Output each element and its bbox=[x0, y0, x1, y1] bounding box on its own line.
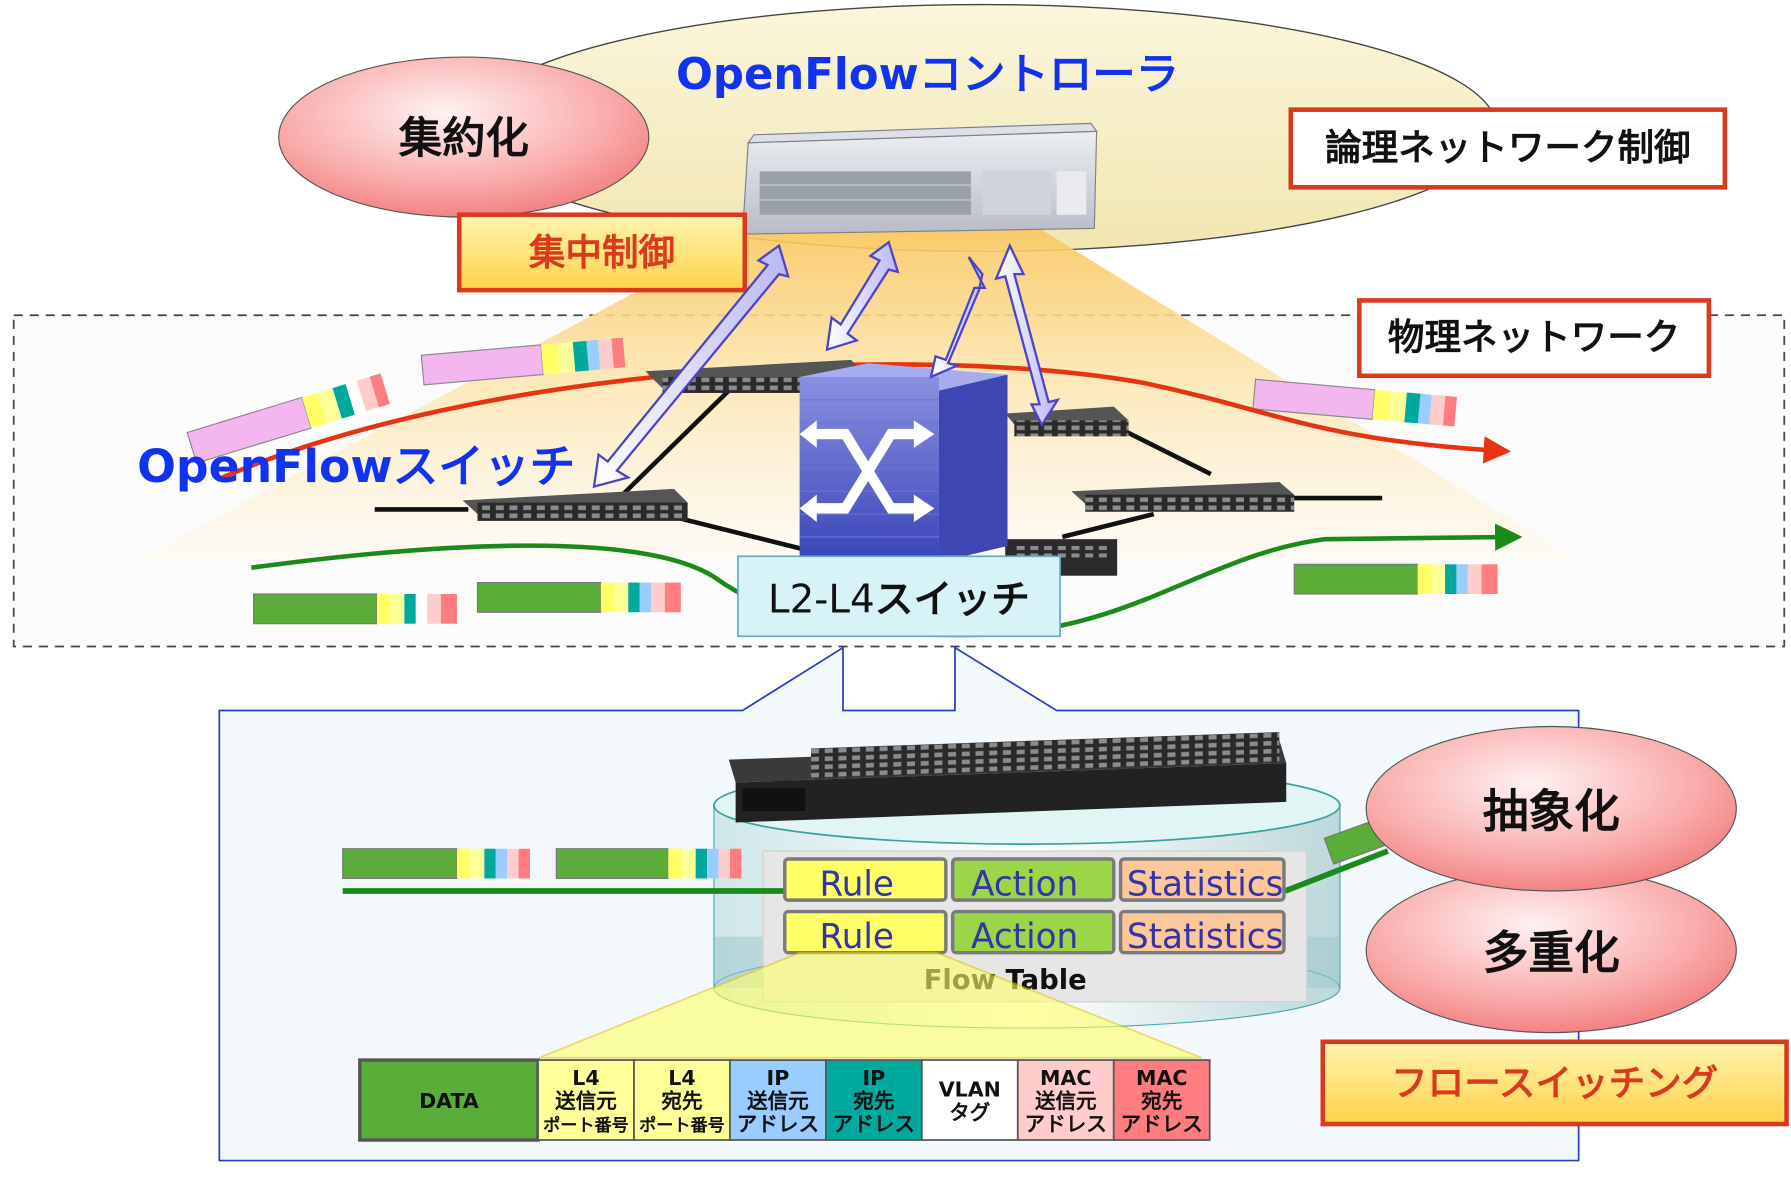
physical-network-box bbox=[1357, 298, 1712, 379]
l2-l4-suffix: スイッチ bbox=[875, 577, 1030, 622]
packet-pink-2 bbox=[420, 337, 626, 386]
control-arrow-3 bbox=[929, 256, 987, 379]
openflow-switch-label: OpenFlowスイッチ bbox=[137, 440, 575, 493]
header-field-text: L4 bbox=[572, 1066, 599, 1090]
header-field-text: 送信元 bbox=[555, 1089, 617, 1113]
header-field-0: DATA bbox=[358, 1058, 540, 1142]
openflow-switch-icon-4 bbox=[1071, 482, 1295, 512]
header-field-text: IP bbox=[767, 1066, 790, 1090]
centralized-control-box bbox=[456, 212, 748, 293]
packet-green-3 bbox=[1293, 563, 1498, 595]
header-field-text: MAC bbox=[1040, 1066, 1091, 1090]
header-field-text: 送信元 bbox=[1035, 1089, 1097, 1113]
physical-network-label: 物理ネットワーク bbox=[1388, 316, 1680, 359]
flow-switching-box bbox=[1320, 1039, 1789, 1127]
control-arrow-1 bbox=[592, 243, 790, 489]
statistics-cell bbox=[1118, 857, 1286, 902]
l2-l4-prefix: L2-L4 bbox=[768, 577, 875, 622]
logical-network-control-label: 論理ネットワーク制御 bbox=[1325, 126, 1690, 169]
action-label: Action bbox=[971, 917, 1078, 957]
flow-path-green-out bbox=[1284, 848, 1389, 894]
header-field-text: タグ bbox=[949, 1100, 991, 1124]
header-field-text: MAC bbox=[1136, 1066, 1187, 1090]
control-arrow-2 bbox=[825, 240, 900, 352]
packet-green-1 bbox=[253, 593, 457, 625]
l2-l4-switch-cube bbox=[799, 363, 1008, 563]
abstraction-label: 抽象化 bbox=[1483, 785, 1620, 838]
packet-green-5 bbox=[555, 848, 742, 879]
header-field-text: IP bbox=[863, 1066, 886, 1090]
header-field-text: ポート番号 bbox=[543, 1115, 629, 1136]
rule-cell bbox=[783, 857, 948, 902]
statistics-label: Statistics bbox=[1127, 865, 1284, 905]
header-field-text: 送信元 bbox=[747, 1089, 809, 1113]
header-field-text: アドレス bbox=[1025, 1112, 1107, 1136]
l2-l4-switch-label: L2-L4スイッチ bbox=[768, 577, 1030, 622]
header-field-text: DATA bbox=[419, 1089, 479, 1113]
header-field-text: アドレス bbox=[833, 1112, 915, 1136]
controller-server-icon bbox=[741, 122, 1098, 235]
action-label: Action bbox=[971, 865, 1078, 905]
action-cell bbox=[950, 857, 1116, 902]
aggregation-label: 集約化 bbox=[398, 114, 529, 164]
centralized-control-label: 集中制御 bbox=[528, 231, 675, 274]
header-field-text: VLAN bbox=[939, 1078, 1001, 1102]
control-arrows bbox=[592, 240, 1061, 489]
packet-green-2 bbox=[476, 582, 681, 613]
rule-label: Rule bbox=[819, 865, 894, 905]
statistics-label: Statistics bbox=[1127, 917, 1284, 957]
logical-network-control-box bbox=[1288, 107, 1728, 190]
flow-table-row-1: Rule Action Statistics bbox=[783, 857, 1286, 905]
rule-label: Rule bbox=[819, 917, 894, 957]
control-arrow-4 bbox=[994, 242, 1061, 428]
rule-expansion-callout bbox=[538, 951, 1203, 1059]
header-field-text: ポート番号 bbox=[639, 1115, 725, 1136]
openflow-switch-icon-2 bbox=[462, 488, 688, 521]
openflow-switch-detail-icon bbox=[728, 732, 1287, 823]
header-field-text: アドレス bbox=[1121, 1112, 1203, 1136]
header-field-text: L4 bbox=[668, 1066, 695, 1090]
l2-l4-switch-box bbox=[737, 555, 1061, 638]
multiplex-label: 多重化 bbox=[1483, 927, 1620, 980]
packet-pink-1 bbox=[186, 373, 390, 464]
statistics-cell bbox=[1118, 909, 1286, 955]
action-cell bbox=[950, 909, 1116, 955]
header-field-text: アドレス bbox=[737, 1112, 819, 1136]
header-field-table: DATAL4送信元ポート番号L4宛先ポート番号IP送信元アドレスIP宛先アドレス… bbox=[358, 1058, 1211, 1142]
packet-pink-3 bbox=[1252, 378, 1457, 427]
header-field-text: 宛先 bbox=[1140, 1089, 1182, 1113]
header-field-text: 宛先 bbox=[660, 1089, 702, 1113]
controller-title: OpenFlowコントローラ bbox=[676, 50, 1179, 100]
header-field-text: 宛先 bbox=[852, 1089, 894, 1113]
flow-table-row-2: Rule Action Statistics bbox=[783, 909, 1286, 957]
packet-green-4 bbox=[342, 848, 531, 879]
flow-switching-label: フロースイッチング bbox=[1391, 1061, 1718, 1104]
abstraction-ellipse bbox=[1365, 725, 1737, 892]
